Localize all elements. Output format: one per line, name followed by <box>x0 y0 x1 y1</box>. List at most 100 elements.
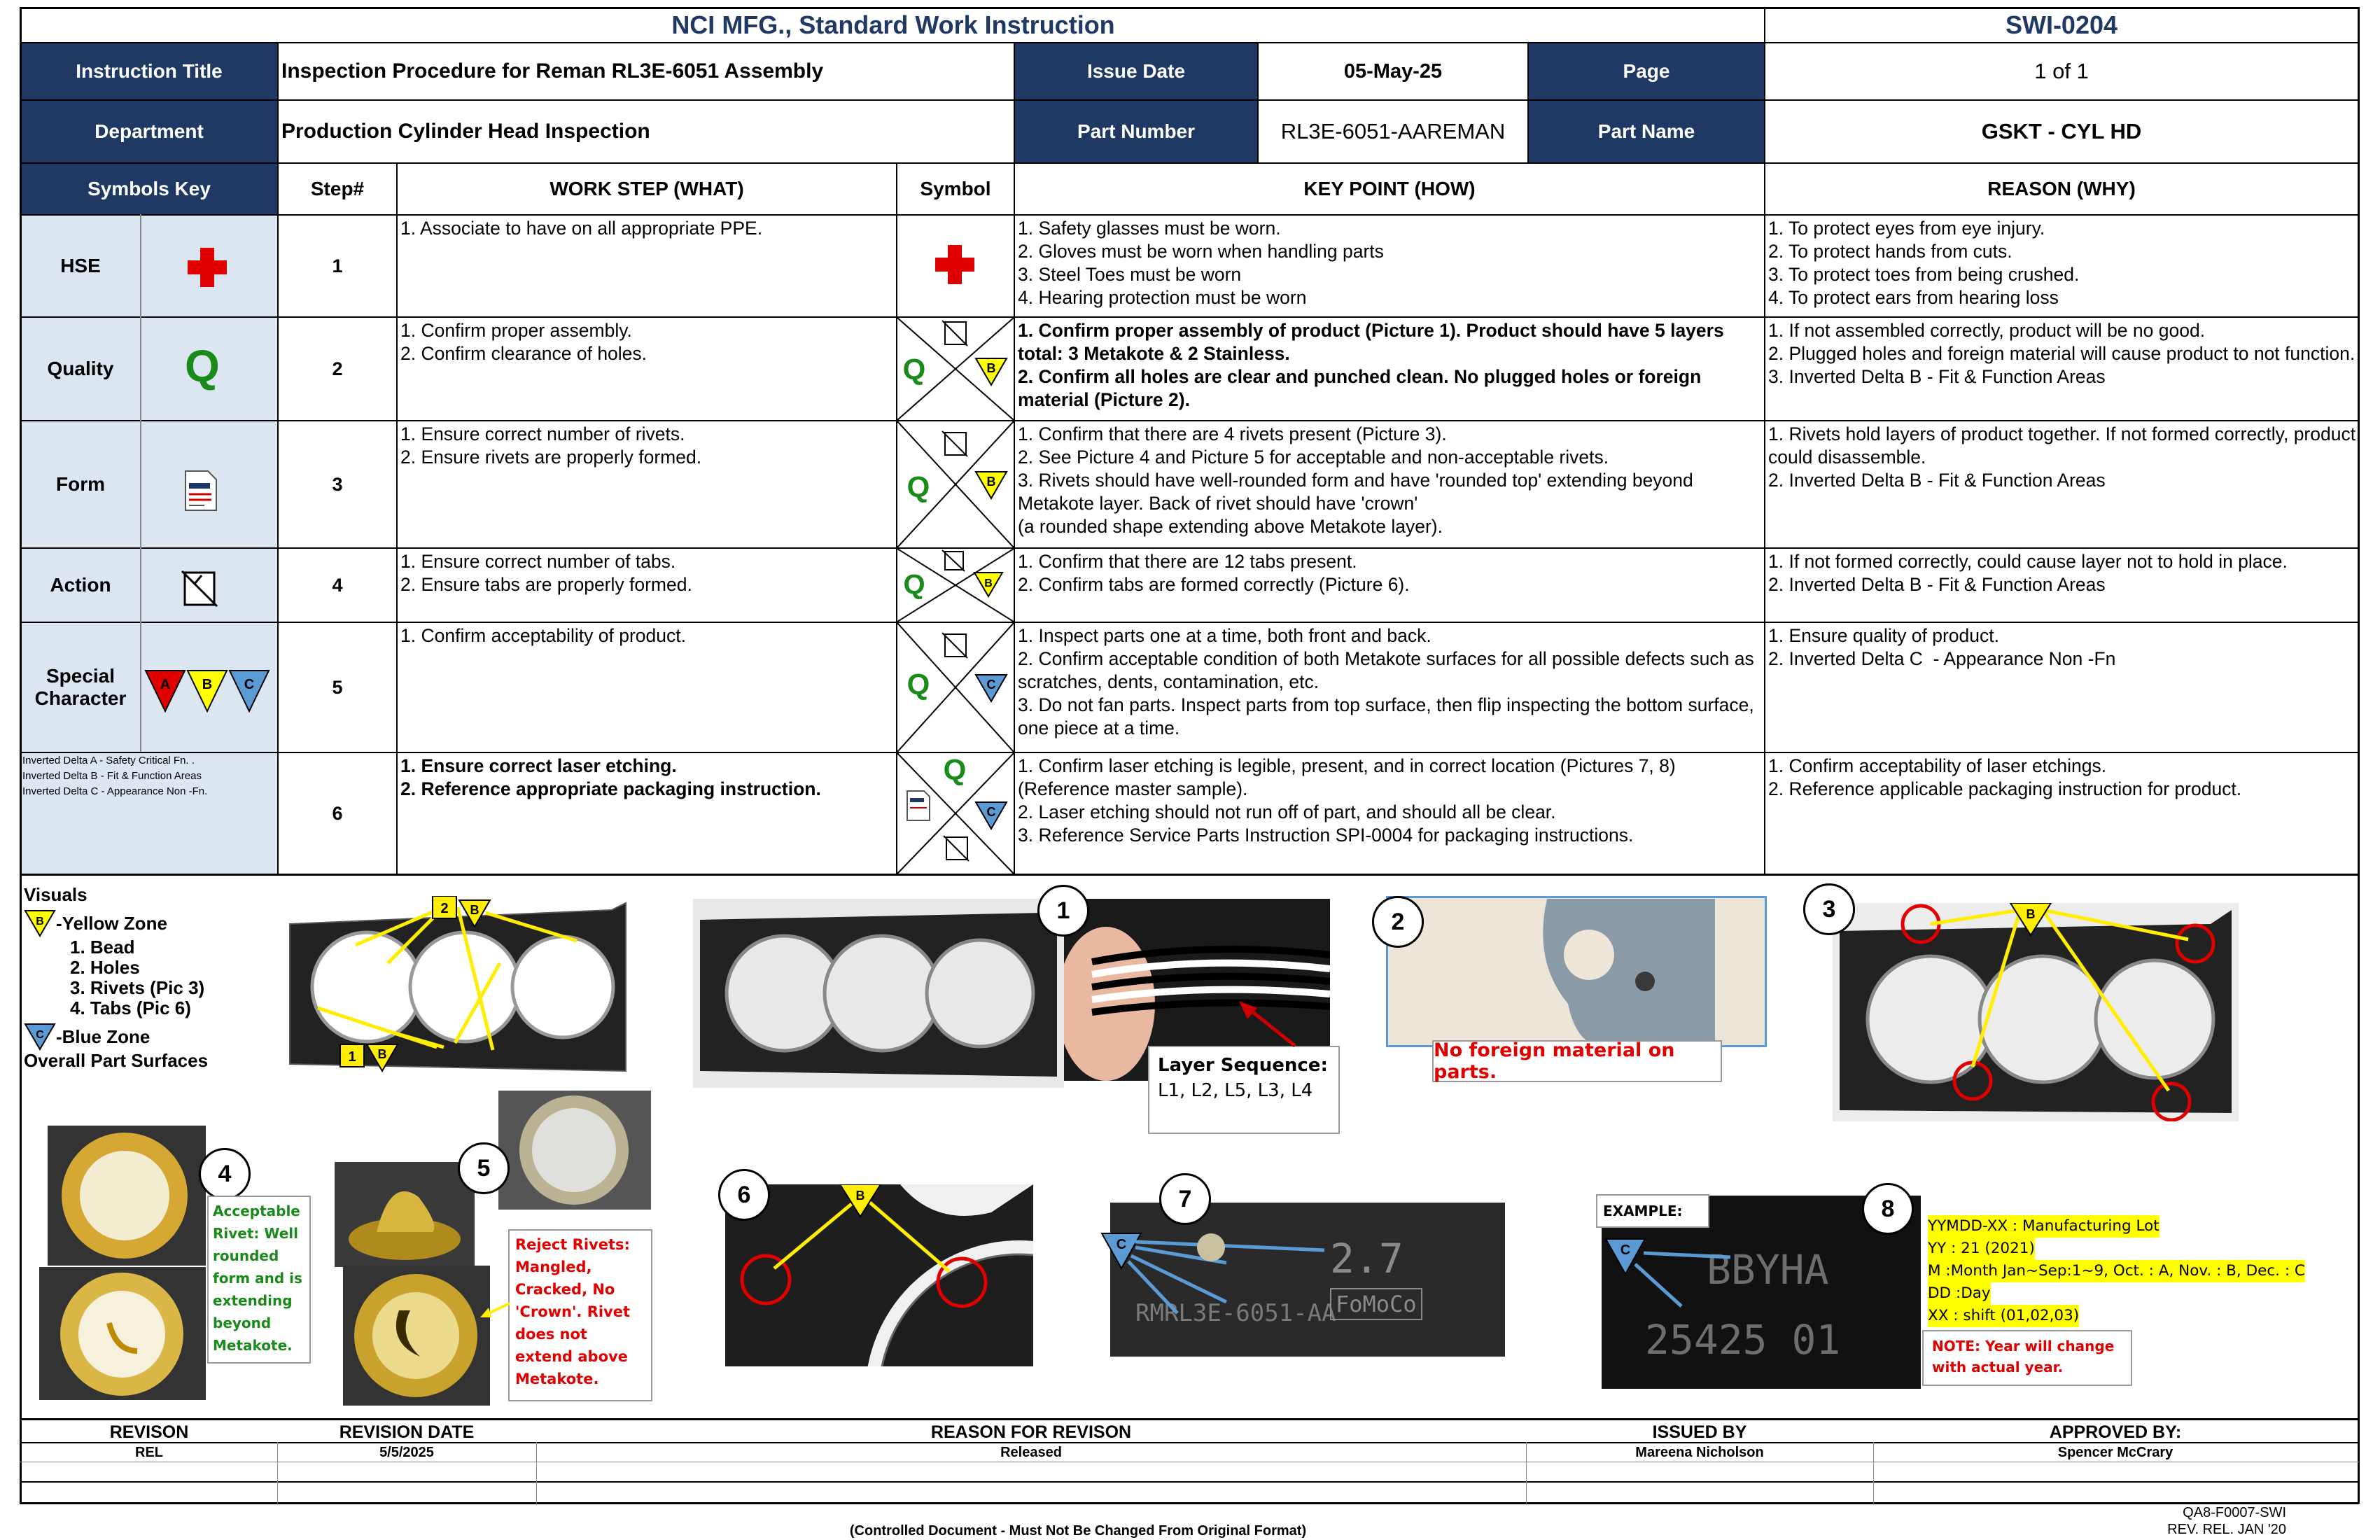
svg-text:B: B <box>36 916 44 927</box>
gasket-overview-image: 2 B 1 B <box>283 896 633 1078</box>
page-label: Page <box>1529 43 1764 99</box>
step-4-what: 1. Ensure correct number of tabs. 2. Ens… <box>400 551 692 595</box>
key-point-header: KEY POINT (HOW) <box>1303 178 1476 200</box>
layer-sequence-box: Layer Sequence: L1, L2, L5, L3, L4 <box>1148 1046 1340 1134</box>
blue-zone-delta-icon: C <box>24 1023 56 1051</box>
action-checklist-icon <box>181 570 218 608</box>
picture-3-rivets-image: B <box>1833 903 2239 1121</box>
footer-revision: REV. REL. JAN '20 <box>2167 1522 2286 1537</box>
picture-2-part <box>1543 899 1715 1046</box>
reason-for-revision-header: REASON FOR REVISON <box>930 1422 1132 1442</box>
step-6-what: 1. Ensure correct laser etching. 2. Refe… <box>400 755 821 799</box>
hse-cross-icon <box>188 248 227 287</box>
lot-code-legend: YYMDD-XX : Manufacturing Lot YY : 21 (20… <box>1928 1215 2305 1327</box>
lot-line-1: YYMDD-XX : Manufacturing Lot <box>1928 1215 2160 1238</box>
picture-4-acceptable-rivet-back <box>39 1267 206 1400</box>
yellow-zone-delta-icon: B <box>24 910 56 937</box>
symbols-key-panel <box>21 216 277 874</box>
svg-text:C: C <box>244 677 254 692</box>
reason-value: Released <box>1000 1444 1062 1460</box>
acceptable-rivet-note: Acceptable Rivet: Well rounded form and … <box>207 1196 311 1364</box>
step-4-why: 1. If not formed correctly, could cause … <box>1768 551 2288 595</box>
yellow-item-tabs: 4. Tabs (Pic 6) <box>70 997 191 1018</box>
issue-date: 05-May-25 <box>1343 59 1443 83</box>
picture-6-callout: 6 <box>718 1169 770 1221</box>
step-5-why: 1. Ensure quality of product. 2. Inverte… <box>1768 625 2116 669</box>
special-character-deltas-icon: A B C <box>144 670 270 713</box>
picture-3-callout: 3 <box>1803 883 1855 935</box>
issued-by-value: Mareena Nicholson <box>1635 1444 1764 1460</box>
document-number: SWI-0204 <box>2005 10 2118 39</box>
step-1-why: 1. To protect eyes from eye injury. 2. T… <box>1768 218 2080 308</box>
delta-legend: Inverted Delta A - Safety Critical Fn. .… <box>22 753 274 799</box>
step-4-symbol-icon: Q B <box>897 549 1014 622</box>
step-3-how: 1. Confirm that there are 4 rivets prese… <box>1018 424 1693 537</box>
step-3-symbol-icon: Q B <box>897 421 1014 547</box>
part-number: RL3E-6051-AAREMAN <box>1280 119 1506 144</box>
svg-text:C: C <box>1116 1237 1126 1252</box>
work-step-header: WORK STEP (WHAT) <box>550 178 744 200</box>
instruction-title-label: Instruction Title <box>21 43 277 99</box>
lot-line-2: YY : 21 (2021) <box>1928 1238 2035 1260</box>
page-number: 1 of 1 <box>2034 59 2089 83</box>
approved-by-header: APPROVED BY: <box>2049 1422 2182 1442</box>
issued-by-header: ISSUED BY <box>1652 1422 1747 1442</box>
part-name: GSKT - CYL HD <box>1981 119 2142 144</box>
part-number-label: Part Number <box>1015 101 1257 162</box>
picture-4-acceptable-rivet-top <box>48 1126 206 1266</box>
revision-date-value: 5/5/2025 <box>379 1444 434 1460</box>
key-special-label: Special Character <box>34 665 127 709</box>
picture-7-etching-image <box>1110 1203 1505 1357</box>
step-header: Step# <box>310 178 365 200</box>
step-number-5: 5 <box>332 676 343 698</box>
picture-7-rivet <box>1197 1233 1225 1261</box>
picture-5-reject-rivet-side <box>335 1162 475 1267</box>
picture-8-etching-image <box>1602 1196 1921 1389</box>
svg-text:C: C <box>36 1029 44 1041</box>
svg-text:Q: Q <box>903 353 926 386</box>
picture-6-tabs-image: B <box>725 1184 1033 1366</box>
key-form-label: Form <box>56 473 105 495</box>
yellow-item-rivets: 3. Rivets (Pic 3) <box>70 977 205 998</box>
picture-4-callout: 4 <box>199 1148 251 1200</box>
etch-brand: FoMoCo <box>1330 1288 1422 1320</box>
svg-text:B: B <box>378 1047 387 1061</box>
picture-1-layers-image <box>1064 899 1330 1081</box>
symbol-header: Symbol <box>920 178 991 200</box>
picture-7-callout: 7 <box>1159 1173 1211 1225</box>
yellow-zone-label: -Yellow Zone <box>56 912 167 934</box>
svg-text:C: C <box>987 678 996 692</box>
instruction-title: Inspection Procedure for Reman RL3E-6051… <box>281 59 824 83</box>
revision-date-header: REVISION DATE <box>339 1422 475 1442</box>
picture-7-arrows: C <box>1100 1233 1325 1315</box>
etch8-line-2: 25425 01 <box>1645 1316 1841 1364</box>
step-2-symbol-icon: Q B <box>897 318 1014 420</box>
reject-rivet-note: Reject Rivets: Mangled, Cracked, No 'Cro… <box>508 1229 652 1401</box>
reject-arrow <box>480 1302 510 1317</box>
step-number-4: 4 <box>332 574 343 596</box>
svg-text:B: B <box>987 361 996 375</box>
step-2-how: 1. Confirm proper assembly of product (P… <box>1018 320 1724 410</box>
svg-text:Q: Q <box>944 753 967 786</box>
step-6-how: 1. Confirm laser etching is legible, pre… <box>1018 755 1676 846</box>
step-3-why: 1. Rivets hold layers of product togethe… <box>1768 424 2356 491</box>
step-6-why: 1. Confirm acceptability of laser etchin… <box>1768 755 2242 799</box>
legend-a: Inverted Delta A - Safety Critical Fn. . <box>22 755 195 766</box>
picture-8-callout: 8 <box>1862 1183 1914 1235</box>
etch8-line-1: BBYHA <box>1707 1246 1829 1294</box>
svg-text:B: B <box>856 1189 865 1203</box>
picture-1-gasket-image <box>693 899 1064 1088</box>
step-number-6: 6 <box>332 802 343 824</box>
step-2-why: 1. If not assembled correctly, product w… <box>1768 320 2356 387</box>
svg-text:B: B <box>987 475 996 489</box>
step-1-what: 1. Associate to have on all appropriate … <box>400 218 763 239</box>
step-1-hse-icon <box>935 245 974 284</box>
step-2-what: 1. Confirm proper assembly. 2. Confirm c… <box>400 320 648 364</box>
step-number-2: 2 <box>332 358 343 379</box>
svg-text:B: B <box>984 578 993 589</box>
picture-2-callout: 2 <box>1372 896 1424 948</box>
layer-arrow <box>1239 1001 1296 1047</box>
quality-q-icon: Q <box>185 341 220 391</box>
visuals-legend: Visuals B -Yellow Zone 1. Bead 2. Holes … <box>24 885 208 1071</box>
svg-text:A: A <box>160 677 170 692</box>
